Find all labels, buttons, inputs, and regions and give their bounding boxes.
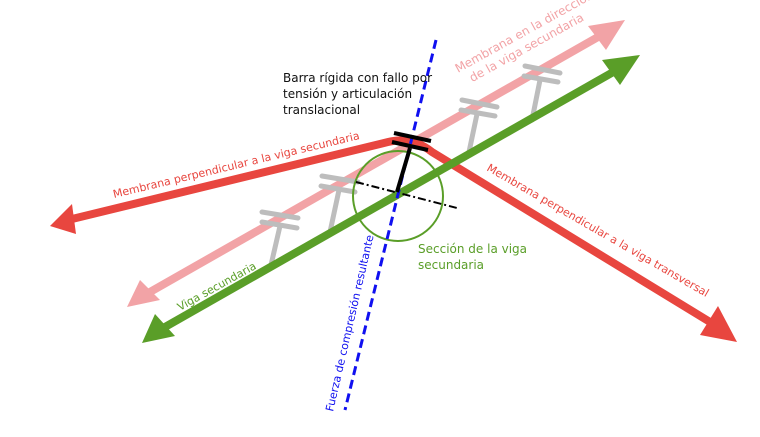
compression-force-line	[343, 39, 438, 411]
secondary-beam-section-label: Sección de la viga secundaria	[418, 242, 531, 272]
beam-section-circle	[352, 150, 444, 242]
membrane-secondary-direction-arrow	[127, 20, 625, 307]
rigid-bar-label: Barra rígida con fallo por tensión y art…	[283, 71, 436, 117]
secondary-beam-arrow	[142, 55, 640, 343]
neutral-axis-line	[355, 181, 458, 209]
connector	[458, 97, 500, 155]
membrane-perp-transverse-label: Membrana perpendicular a la viga transve…	[485, 161, 712, 299]
connector	[259, 209, 301, 268]
connector	[318, 173, 361, 235]
rigid-bar	[391, 131, 432, 193]
